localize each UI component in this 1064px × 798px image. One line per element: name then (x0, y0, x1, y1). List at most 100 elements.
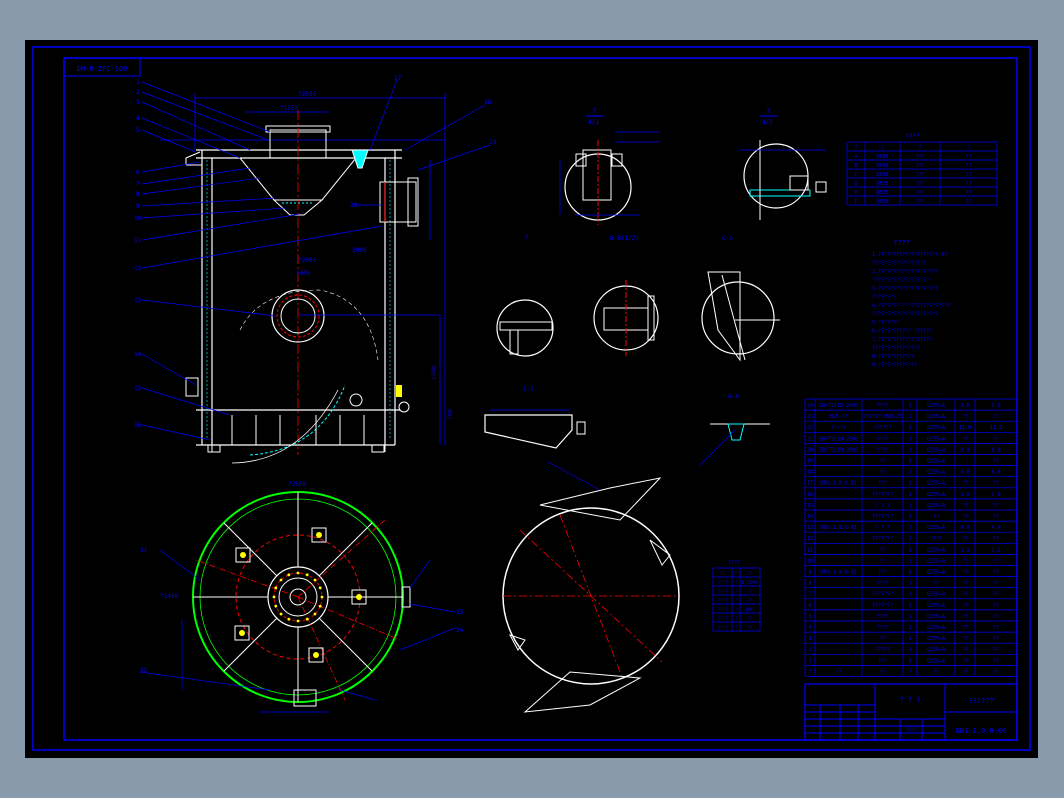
leader-label: 1 (136, 79, 140, 86)
table-cell-text: ? ? ? (875, 525, 890, 531)
table-cell-text: ?? (993, 536, 999, 542)
table-cell-text: 12 (807, 536, 813, 542)
tech-requirements: ???? 1.????????????????????-87 ?????????… (872, 239, 950, 369)
table-cell-text: ?? (748, 625, 753, 630)
table-cell-text: 1 (908, 581, 911, 587)
table-cell-text: ?? (993, 603, 999, 609)
table-cell-text: HG5-?? (829, 414, 847, 420)
leader-label: 9 (136, 203, 140, 210)
table-cell-text: 1.0 (991, 492, 1000, 498)
section-b-label: ? (766, 107, 770, 115)
table-cell-text: ? ? ? (875, 503, 890, 509)
table-cell-text: ?? (879, 459, 885, 465)
table-cell-text: F (854, 199, 857, 205)
table-cell-text: 5 (808, 614, 811, 620)
table-cell-text: ?? (965, 190, 971, 196)
table-cell-text: Q235-A (927, 481, 945, 487)
table-cell-text: 1 (908, 547, 911, 553)
table-cell-text: 14 (807, 514, 813, 520)
table-cell-text: Q235-A (927, 603, 945, 609)
table-cell-text: GB/T9119-2000 (819, 403, 858, 409)
table-cell-text: 9 (808, 570, 811, 576)
table-cell-text: 4.0 (991, 525, 1000, 531)
table-cell-text: ?? (748, 589, 753, 594)
small-table-title: ???? (728, 560, 740, 566)
table-cell-text: 3 (808, 636, 811, 642)
table-cell-text: DN1-1.0.0-01 (820, 481, 856, 487)
table-cell-text: ???? (876, 614, 888, 620)
table-cell-text: ?? (748, 598, 753, 603)
table-cell-text: 1 (908, 436, 911, 442)
table-cell-text: ?? (748, 616, 753, 621)
table-cell-text: 16 (807, 492, 813, 498)
table-cell-text: ?? (993, 581, 999, 587)
table-cell-text: Q235-A (927, 592, 945, 598)
table-cell-text: ??? (915, 172, 924, 178)
section-cc-label: C-C (722, 235, 733, 242)
table-cell-text: ? (735, 616, 738, 621)
table-cell-text: 24 (807, 403, 813, 409)
table-cell-text: 11.0 (959, 425, 971, 431)
table-cell-text: ?? (933, 581, 939, 587)
table-cell-text: 1 (908, 503, 911, 509)
table-cell-text: 5.??????? (872, 320, 899, 326)
nozzle-table-title: ???? (905, 133, 920, 140)
table-cell-text: 11 (807, 547, 813, 553)
table-cell-text: 6.??????????? ?????? (872, 329, 932, 335)
section-a-label: ? (592, 107, 596, 115)
dim-inner: ?2000 (298, 257, 316, 264)
table-cell-text: 4.???????-?-?????????????? (872, 303, 950, 309)
table-cell-text: ?? (962, 625, 968, 631)
table-cell-text: ???????????????? (872, 346, 920, 352)
leader-label: 14 (134, 351, 142, 358)
table-cell-text: DN1-1.0.0-03 (820, 525, 856, 531)
table-cell-text: ???? (718, 616, 728, 621)
table-cell-text: Q235-A (927, 414, 945, 420)
leader-label: 10 (134, 215, 142, 222)
table-cell-text: ??? (915, 154, 924, 160)
table-cell-text: ??????? (872, 514, 893, 520)
table-cell-text: 23 (807, 414, 813, 420)
table-cell-text: ? (967, 145, 970, 151)
table-cell-text: Q235-A (927, 614, 945, 620)
table-cell-text: Q235-A (927, 492, 945, 498)
table-cell-text: ?? (993, 625, 999, 631)
bolt-hole (274, 586, 278, 590)
dim-height-1500: 1500 (431, 365, 438, 380)
table-cell-text: 17 (807, 481, 813, 487)
dim-plan-d2: ?1400 (160, 593, 178, 600)
bolt-hole (318, 604, 322, 608)
table-cell-text: 0.9 (960, 447, 969, 453)
table-cell-text: 100? (745, 607, 755, 612)
leader-label: 16 (134, 422, 142, 429)
table-cell-text: ?? (993, 503, 999, 509)
table-cell-text: 20 (807, 447, 813, 453)
bolt-hole (287, 573, 291, 577)
view-ii-label: I-I (523, 386, 534, 393)
table-cell-text: DN20 (876, 199, 888, 205)
table-cell-text: 3.6 (991, 403, 1000, 409)
table-cell-text: 22 (807, 425, 813, 431)
table-cell-text: Q235-A (927, 459, 945, 465)
table-cell-text: Q235-A (927, 625, 945, 631)
outer-frame (32, 46, 1031, 751)
table-cell-text: 1 (908, 514, 911, 520)
leader-label: 17 (394, 75, 402, 82)
table-cell-text: ?? (993, 614, 999, 620)
table-cell-text: ?? (993, 436, 999, 442)
table-cell-text: Q235-A (927, 425, 945, 431)
bolt-hole (287, 617, 291, 621)
table-cell-text: ??? (878, 658, 887, 664)
table-cell-text: ?? (962, 536, 968, 542)
table-cell-text: ??????? (872, 536, 893, 542)
table-cell-text: ???? (930, 536, 942, 542)
table-cell-text: ??? (915, 190, 924, 196)
table-cell-text: ? (735, 598, 738, 603)
table-cell-text: 1 (908, 414, 911, 420)
table-cell-text: Q235-A (927, 503, 945, 509)
table-cell-text: ?? (962, 603, 968, 609)
table-cell-text: 6.0 (960, 470, 969, 476)
table-cell-text: ???? (876, 447, 888, 453)
table-cell-text: 0.9 (991, 447, 1000, 453)
